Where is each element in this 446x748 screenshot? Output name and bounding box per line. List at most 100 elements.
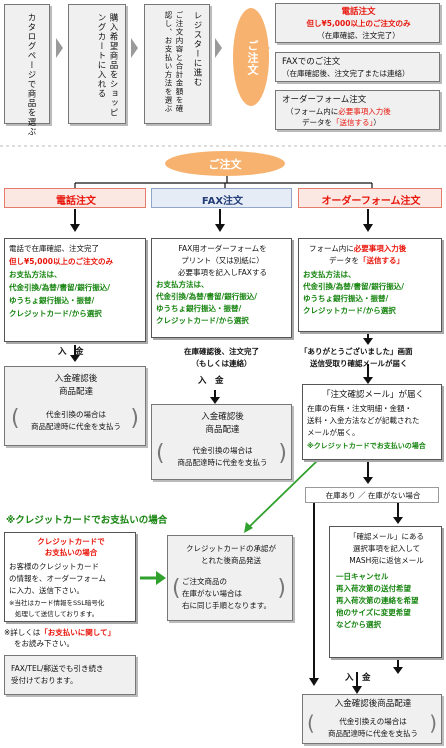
credit-body-4: ※当社はカード情報をSSL暗号化 <box>9 599 105 607</box>
credit-detail-1: ※詳しくは「お支払いに関して」 <box>4 628 116 637</box>
top-phone-box: 電話注文 但し¥5,000以上のご注文のみ （在庫確認、注文完了） <box>275 3 440 43</box>
credit-body-1: お客様のクレジットカード <box>9 562 99 571</box>
bracket-right-icon: ) <box>429 711 437 735</box>
phone-line-2: 但し¥5,000以上のご注文のみ <box>9 257 113 266</box>
order-ellipse-top: ご注文 <box>233 8 269 106</box>
arrow-down-icon <box>70 209 373 232</box>
fax-after-1: 在庫確認後、注文完了 <box>184 347 259 356</box>
step-catalog: カタログページで商品を選ぶ <box>4 4 50 137</box>
credit-box-title2: お支払いの場合 <box>44 548 98 557</box>
form-thanks-2: 送信受取り確認メールが届く <box>310 359 408 368</box>
chevron-arrow-icon <box>56 38 63 58</box>
top-fax-box: FAXでのご注文 （在庫確認後、注文完了または連絡） <box>275 52 440 82</box>
form-payment-label: 入 金 <box>345 673 371 683</box>
form-option-5: などから選択 <box>336 620 381 629</box>
form-confirm-mail-box: 「確認メール」にある 選択事項を記入して MASH宛に返信メール 一日キャンセル… <box>329 526 442 658</box>
fax-detail-box: FAX用オーダーフォームを プリント（又は別紙に） 必要事項を記入しFAXする … <box>151 238 292 338</box>
phone-line-1: 電話で在庫確認、注文完了 <box>9 244 99 253</box>
order-ellipse-top-label: ご注文 <box>246 40 259 76</box>
phone-detail-box: 電話で在庫確認、注文完了 但し¥5,000以上のご注文のみ お支払方法は、 代金… <box>4 238 146 342</box>
stock-branch-box: 在庫あり ／ 在庫がない場合 <box>305 487 439 503</box>
form-thanks-1: 「ありがとうございました」画面 <box>300 347 413 356</box>
phone-confirm-title1: 入金確認後 <box>54 374 98 384</box>
top-form-box: オーダーフォーム注文 （フォーム内に必要事項入力後 データを「送信する」） <box>275 90 440 130</box>
top-form-title: オーダーフォーム注文 <box>282 95 367 105</box>
step-register: レジスターに進む ご注文内容と合計金額を確認し、お支払い方法を選ぶ <box>144 4 210 124</box>
credit-approve-1: クレジットカードの承認が <box>186 544 276 553</box>
form-option-3: 再入荷次第の連絡を希望 <box>336 596 419 605</box>
fax-line-4: お支払方法は、 <box>156 280 209 289</box>
bracket-left-icon: ( <box>172 576 181 601</box>
chevron-arrow-icon <box>215 38 222 58</box>
phone-line-6: クレジットカード/から選択 <box>9 309 102 318</box>
form-option-2: 再入荷次第の送付希望 <box>336 584 411 593</box>
form-mail-title: 「注文確認メール」が届く <box>321 390 424 400</box>
form-detail-box: フォーム内に必要事項入力後 データを「送信する」 お支払方法は、 代金引換/為替… <box>298 238 442 332</box>
green-arrow-icon <box>156 571 166 585</box>
credit-heading: ※クレジットカードでお支払いの場合 <box>6 515 168 526</box>
form-line-1: フォーム内に必要事項入力後 <box>309 244 407 253</box>
header-fax: FAX注文 <box>151 188 292 208</box>
fax-cod1: 代金引換の場合は <box>192 446 253 455</box>
fax-line-3: 必要事項を記入しFAXする <box>178 268 267 277</box>
form-mail-3: メールが届く。 <box>307 428 360 437</box>
top-phone-price: 但し¥5,000以上のご注文のみ <box>306 19 411 28</box>
phone-line-3: お支払方法は、 <box>9 270 62 279</box>
order-header-label: ご注文 <box>208 158 242 171</box>
chevron-arrow-icon <box>131 38 138 58</box>
form-mail-2: 送料・入金方法などが記載された <box>307 416 420 425</box>
top-fax-title: FAXでのご注文 <box>282 57 341 67</box>
form-option-4: 他のサイズに変更希望 <box>336 608 411 617</box>
form-line-2: データを「送信する」 <box>329 256 404 265</box>
step-register-note: ご注文内容と合計金額を確認し、お支払い方法を選ぶ <box>164 11 184 113</box>
bracket-left-icon: ( <box>156 441 165 466</box>
bracket-left-icon: ( <box>11 406 20 431</box>
form-final-box: 入金確認後商品配達 ( ) 代金引換えの場合は 商品配達時に代金を支払う <box>302 694 442 744</box>
form-mail-credit: ※クレジットカードでお支払いの場合 <box>307 442 426 450</box>
bracket-right-icon: ) <box>278 441 287 466</box>
form-final-1: 代金引換えの場合は <box>339 717 407 726</box>
fax-tel-note-2: 受付けております。 <box>11 676 78 685</box>
stock-branch-label: 在庫あり ／ 在庫がない場合 <box>325 491 421 500</box>
payment-info-link[interactable]: 「お支払いに関して」 <box>40 628 116 637</box>
credit-detail-2: をお読み下さい。 <box>14 639 74 648</box>
fax-confirm-title1: 入金確認後 <box>201 412 244 422</box>
phone-payment-label: 入 金 <box>58 347 84 357</box>
phone-cod2: 商品配達時に代金を支払う <box>31 422 121 431</box>
bracket-left-icon: ( <box>307 711 315 735</box>
top-form-line1: （フォーム内に必要事項入力後 <box>286 107 391 116</box>
order-header-pill: ご注文 <box>165 151 285 176</box>
header-phone: 電話注文 <box>4 188 146 208</box>
fax-cod2: 商品配達時に代金を支払う <box>177 458 268 467</box>
fax-line-5: 代金引換/為替/書留/銀行振込/ <box>156 292 257 301</box>
fax-line-2: プリント（又は別紙に） <box>181 256 264 265</box>
step-catalog-label: カタログページで商品を選ぶ <box>26 13 36 137</box>
header-phone-label: 電話注文 <box>56 196 96 207</box>
fax-confirm-title2: 商品配達 <box>205 425 240 435</box>
top-phone-note: （在庫確認、注文完了） <box>317 31 400 40</box>
fax-payment-label: 入 金 <box>198 376 224 386</box>
phone-line-4: 代金引換/為替/書留/銀行振込/ <box>9 283 110 292</box>
step-register-label: レジスターに進む <box>192 11 202 87</box>
credit-box-title1: クレジットカードで <box>37 537 105 546</box>
fax-after-2: （もしくは連絡） <box>191 359 252 368</box>
phone-line-5: ゆうちょ銀行振込・振替/ <box>9 296 95 305</box>
form-line-6: クレジットカード/から選択 <box>303 306 396 315</box>
credit-approve-4: 在庫がない場合は <box>182 589 242 598</box>
credit-approve-5: 右に同じ手順となります。 <box>182 601 272 610</box>
step-cart: 購入希望商品をショッピングカートに入れる <box>68 4 126 124</box>
fax-line-7: クレジットカード/から選択 <box>156 316 249 325</box>
credit-body-2: の情報を、オーダーフォーム <box>9 574 106 583</box>
credit-body-3: に入力、送信下さい。 <box>9 586 84 595</box>
form-kakunin-2: 選択事項を記入して <box>352 544 421 553</box>
top-form-line2: データを「送信する」） <box>302 118 381 127</box>
fax-line-6: ゆうちょ銀行振込・振替/ <box>156 304 242 313</box>
fax-tel-note-box: FAX/TEL/郵送でも引き続き 受付けております。 <box>4 655 136 695</box>
credit-body-5: 処理して送信しております。 <box>15 610 99 618</box>
form-final-2: 商品配達時に代金を支払う <box>328 729 418 738</box>
header-fax-label: FAX注文 <box>201 196 244 207</box>
top-fax-note: （在庫確認後、注文完了または連絡） <box>282 69 410 78</box>
green-arrow-icon <box>244 522 253 533</box>
